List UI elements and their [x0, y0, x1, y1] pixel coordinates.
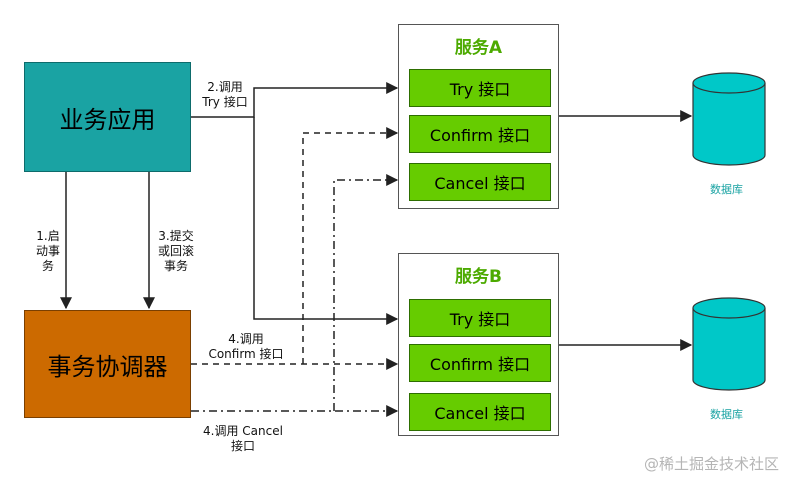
- label-call-cancel: 4.调用 Cancel 接口: [196, 424, 290, 454]
- service-a-confirm-op: Confirm 接口: [409, 115, 551, 153]
- service-b-title: 服务B: [455, 267, 502, 287]
- service-a-try-op: Try 接口: [409, 69, 551, 107]
- edge-cancel-a: [333, 174, 399, 411]
- database-b-icon: [692, 297, 766, 391]
- label-commit-rollback-line: 事务: [163, 259, 188, 273]
- database-a-icon: [692, 72, 766, 166]
- label-start-transaction: 1.启 动事 务: [30, 229, 66, 274]
- label-call-try-line: 2.调用: [207, 80, 243, 94]
- service-b-try-op: Try 接口: [409, 299, 551, 337]
- transaction-coordinator-node: 事务协调器: [24, 310, 191, 418]
- service-a-container: 服务A Try 接口 Confirm 接口 Cancel 接口: [398, 24, 559, 209]
- database-a-label: 数据库: [710, 183, 743, 196]
- edge-try-b: [253, 117, 399, 325]
- service-b-container: 服务B Try 接口 Confirm 接口 Cancel 接口: [398, 253, 559, 436]
- label-start-transaction-line: 务: [41, 259, 54, 273]
- label-call-try: 2.调用 Try 接口: [196, 80, 254, 110]
- database-b-label: 数据库: [710, 408, 743, 421]
- service-b-confirm-op: Confirm 接口: [409, 344, 551, 382]
- watermark: @稀土掘金技术社区: [643, 455, 779, 473]
- business-app-node: 业务应用: [24, 62, 191, 172]
- label-call-confirm-line: 4.调用: [228, 332, 264, 346]
- service-b-cancel-op: Cancel 接口: [409, 393, 551, 431]
- label-start-transaction-line: 动事: [35, 244, 60, 258]
- service-a-title: 服务A: [454, 38, 503, 58]
- edge-try-a: [191, 82, 399, 118]
- edge-confirm-a: [302, 127, 399, 364]
- label-call-try-line: Try 接口: [202, 95, 248, 109]
- label-call-confirm-line: Confirm 接口: [208, 347, 284, 361]
- label-commit-rollback-line: 或回滚: [157, 244, 194, 258]
- label-commit-rollback: 3.提交 或回滚 事务: [153, 229, 199, 274]
- label-call-confirm: 4.调用 Confirm 接口: [199, 332, 293, 362]
- label-start-transaction-line: 1.启: [36, 229, 60, 243]
- service-a-cancel-op: Cancel 接口: [409, 163, 551, 201]
- label-commit-rollback-line: 3.提交: [158, 229, 194, 243]
- label-call-cancel-line: 接口: [230, 439, 255, 453]
- label-call-cancel-line: 4.调用 Cancel: [203, 424, 283, 438]
